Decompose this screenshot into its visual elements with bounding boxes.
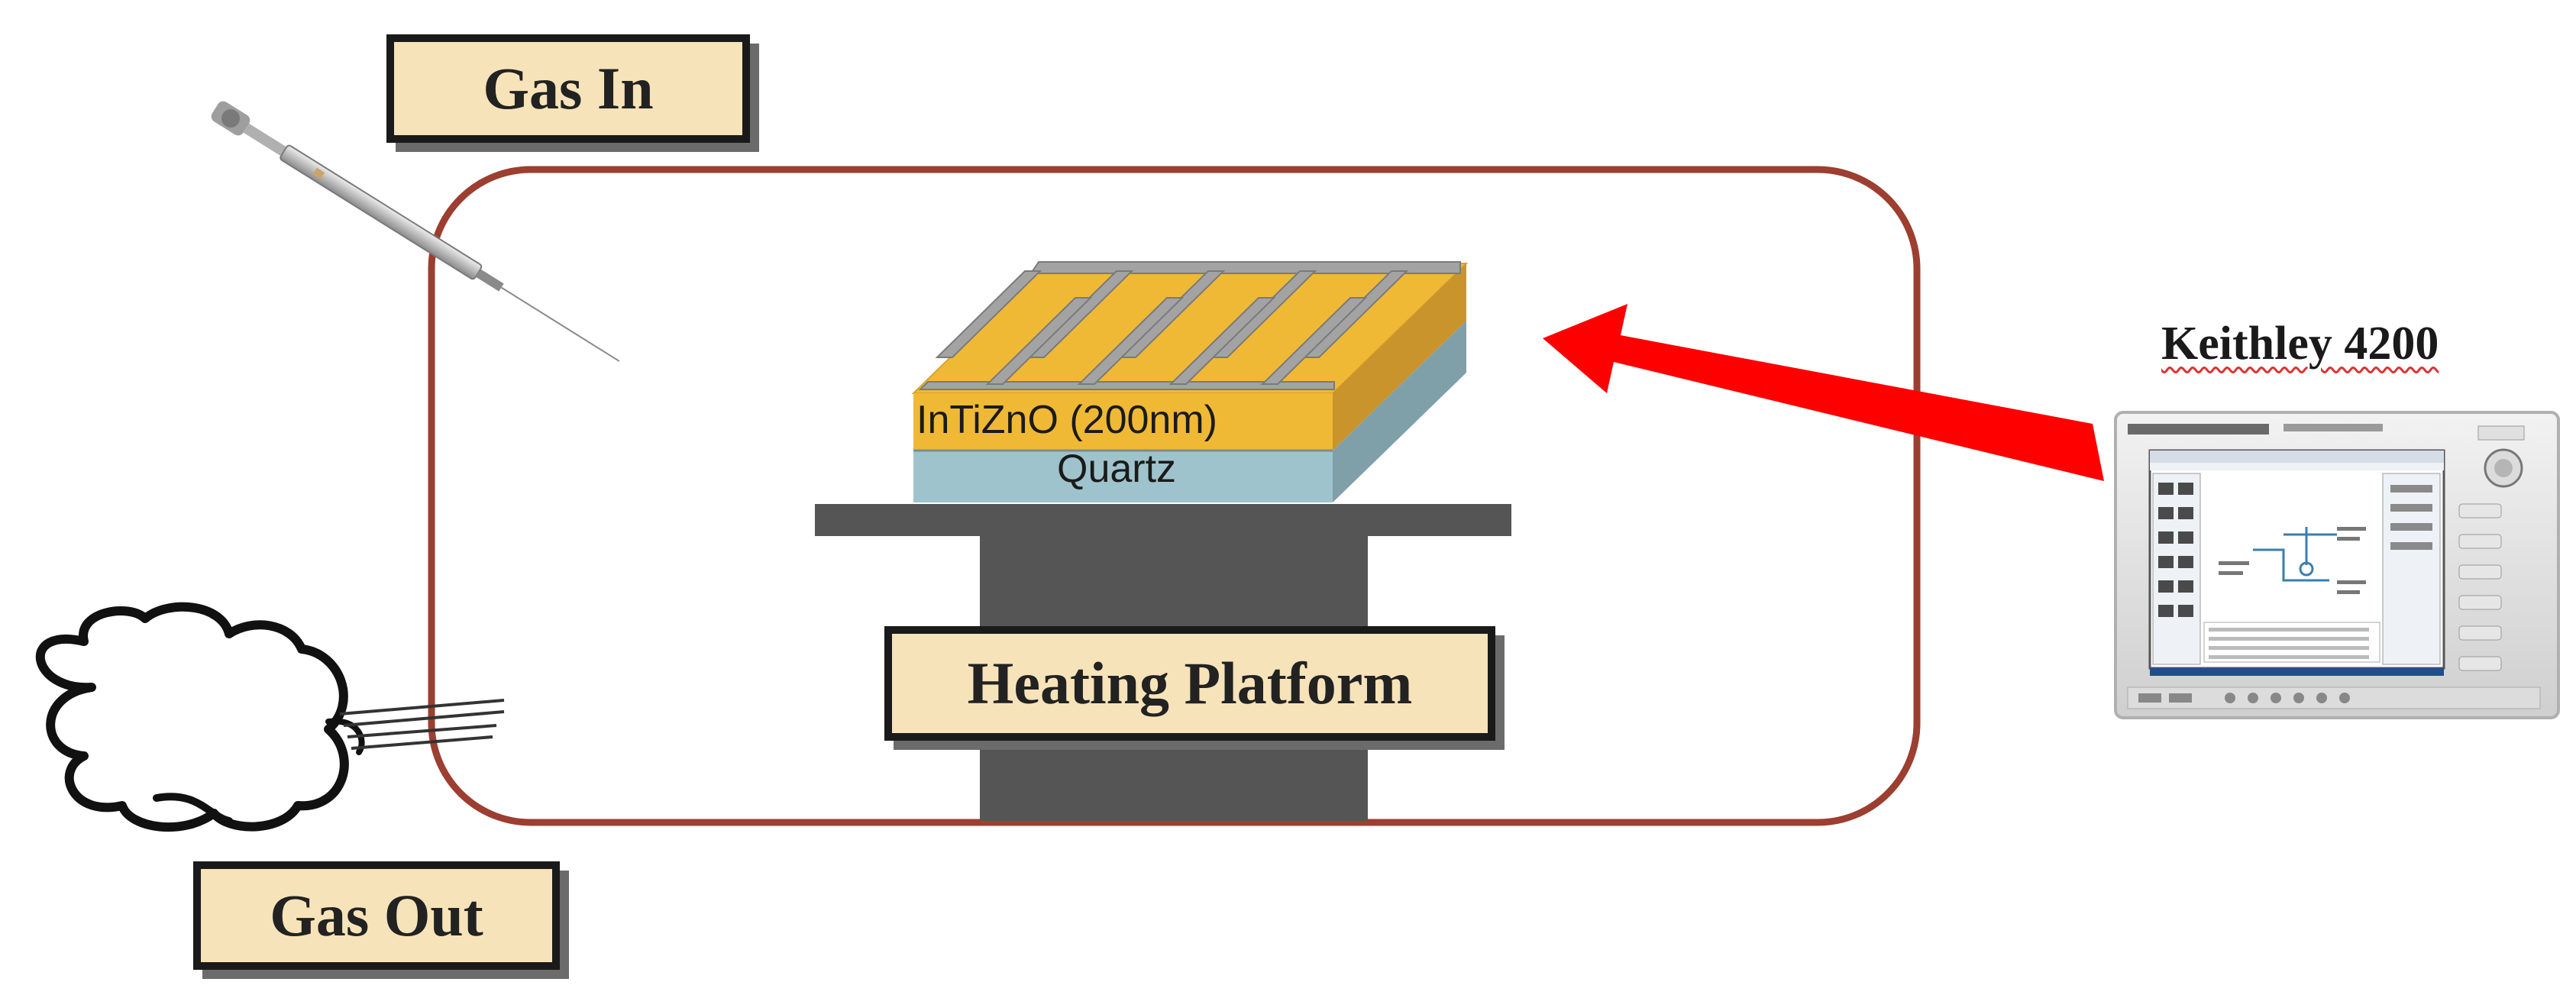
substrate-layer-label: Quartz: [1057, 447, 1177, 491]
exhaust-cloud-icon: [35, 602, 505, 832]
instrument-label: Keithley 4200: [2161, 318, 2439, 370]
arrow-icon: [1543, 304, 2104, 481]
chamber-outline: [428, 166, 1921, 826]
film-layer-label: InTiZnO (200nm): [916, 398, 1217, 442]
gas-in-label: Gas In: [386, 34, 750, 143]
syringe-icon: [211, 101, 620, 362]
instrument-screen-icon: [2114, 411, 2560, 719]
heating-platform-label: Heating Platform: [884, 626, 1495, 741]
gas-out-label: Gas Out: [193, 861, 560, 970]
interdigitated-electrodes: [918, 261, 1461, 390]
sensor-chip: [911, 263, 1469, 502]
